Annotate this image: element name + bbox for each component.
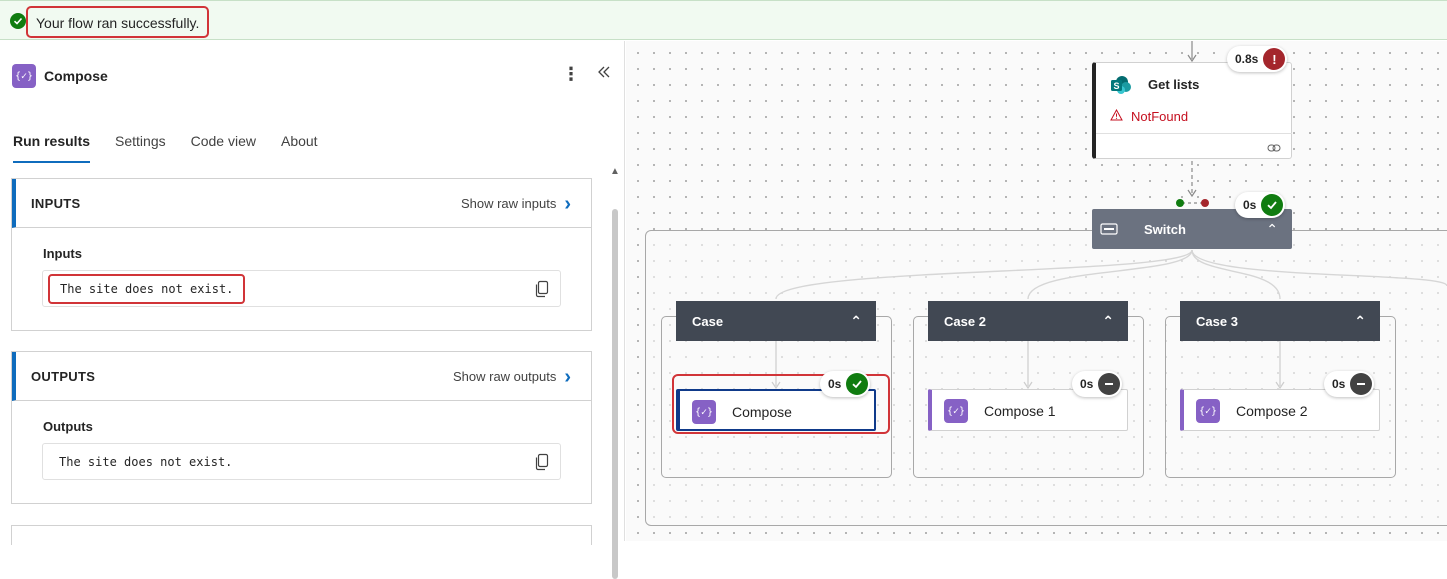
copy-icon[interactable] [534,453,550,471]
compose-icon: {✓} [944,399,968,423]
inputs-field-label: Inputs [43,246,82,261]
inputs-section-title: INPUTS [31,196,81,211]
compose-duration-badge: 0s [820,371,871,397]
sharepoint-icon: S [1110,75,1132,95]
case-2-title: Case 2 [944,314,986,329]
chevron-up-icon[interactable]: ⌃ [1354,313,1366,329]
copy-icon[interactable] [534,280,550,298]
get-lists-title: Get lists [1148,77,1200,92]
chevron-right-icon: › [564,192,571,215]
compose-2-duration: 0s [1332,377,1346,391]
case-2-header[interactable]: Case 2 ⌃ [928,301,1128,341]
link-icon [1267,140,1281,158]
more-options-icon[interactable]: ⋮ [562,64,580,84]
outputs-section-title: OUTPUTS [31,369,96,384]
show-raw-inputs-link[interactable]: Show raw inputs › [460,192,571,215]
compose-2-duration-badge: 0s [1324,371,1375,397]
switch-duration-badge: 0s [1235,192,1286,218]
chevron-up-icon[interactable]: ⌃ [1266,221,1278,237]
inputs-section-header: INPUTS Show raw inputs › [12,179,591,228]
skipped-icon [1098,373,1121,395]
compose-action-label: Compose [732,404,792,420]
chevron-right-icon: › [564,365,571,388]
chevron-up-icon[interactable]: ⌃ [850,313,862,329]
case-3-title: Case 3 [1196,314,1238,329]
compose-icon: {✓} [12,64,36,88]
success-banner: Your flow ran successfully. [0,0,1447,40]
show-raw-outputs-label: Show raw outputs [452,369,557,384]
compose-duration: 0s [828,377,842,391]
inputs-value-box: The site does not exist. [42,270,561,307]
action-details-panel: {✓} Compose ⋮ Run results Settings Code … [0,41,625,579]
panel-tabs: Run results Settings Code view About [13,133,343,165]
outputs-value-box: The site does not exist. [42,443,561,480]
scroll-up-arrow-icon[interactable]: ▲ [610,166,620,177]
banner-message: Your flow ran successfully. [26,6,210,38]
get-lists-status: NotFound [1110,108,1189,124]
selected-action-highlight [672,374,890,434]
panel-header: {✓} Compose [12,63,108,89]
next-section [11,525,592,545]
svg-text:S: S [1113,81,1119,91]
switch-container [645,230,1447,526]
inputs-value: The site does not exist. [48,274,246,304]
inputs-section: INPUTS Show raw inputs › Inputs The site… [11,178,592,331]
outputs-field-label: Outputs [43,419,93,434]
case-header[interactable]: Case ⌃ [676,301,876,341]
switch-title: Switch [1144,222,1186,237]
switch-duration: 0s [1243,198,1257,212]
show-raw-inputs-label: Show raw inputs [460,196,557,211]
compose-1-duration: 0s [1080,377,1094,391]
case-title: Case [692,314,724,329]
skipped-icon [1350,373,1373,395]
warning-icon [1110,108,1123,124]
compose-1-duration-badge: 0s [1072,371,1123,397]
panel-title: Compose [44,68,108,84]
chevron-up-icon[interactable]: ⌃ [1102,313,1114,329]
panel-scrollbar[interactable] [612,209,618,579]
switch-icon [1100,221,1118,237]
compose-1-action-label: Compose 1 [984,403,1056,419]
checkmark-circle-icon [10,13,26,29]
switch-header[interactable]: Switch ⌃ [1092,209,1292,249]
checkmark-icon [1261,194,1284,216]
get-lists-card[interactable]: S Get lists NotFound [1092,62,1292,159]
get-lists-status-text: NotFound [1131,109,1189,124]
tab-settings[interactable]: Settings [115,133,166,149]
flow-designer-canvas[interactable]: S Get lists NotFound 0.8s ! Switch ⌃ 0s [626,41,1447,541]
checkmark-icon [846,373,869,395]
tab-about[interactable]: About [280,133,318,149]
outputs-value: The site does not exist. [59,455,233,469]
collapse-panel-icon[interactable] [597,63,615,83]
error-icon: ! [1263,48,1286,70]
get-lists-duration-badge: 0.8s ! [1227,46,1288,72]
show-raw-outputs-link[interactable]: Show raw outputs › [452,365,571,388]
outputs-section-header: OUTPUTS Show raw outputs › [12,352,591,401]
get-lists-duration: 0.8s [1235,52,1259,66]
case-3-header[interactable]: Case 3 ⌃ [1180,301,1380,341]
tab-run-results[interactable]: Run results [13,133,91,163]
tab-code-view[interactable]: Code view [190,133,256,149]
compose-2-action-label: Compose 2 [1236,403,1308,419]
outputs-section: OUTPUTS Show raw outputs › Outputs The s… [11,351,592,504]
compose-icon: {✓} [1196,399,1220,423]
compose-icon: {✓} [692,400,716,424]
